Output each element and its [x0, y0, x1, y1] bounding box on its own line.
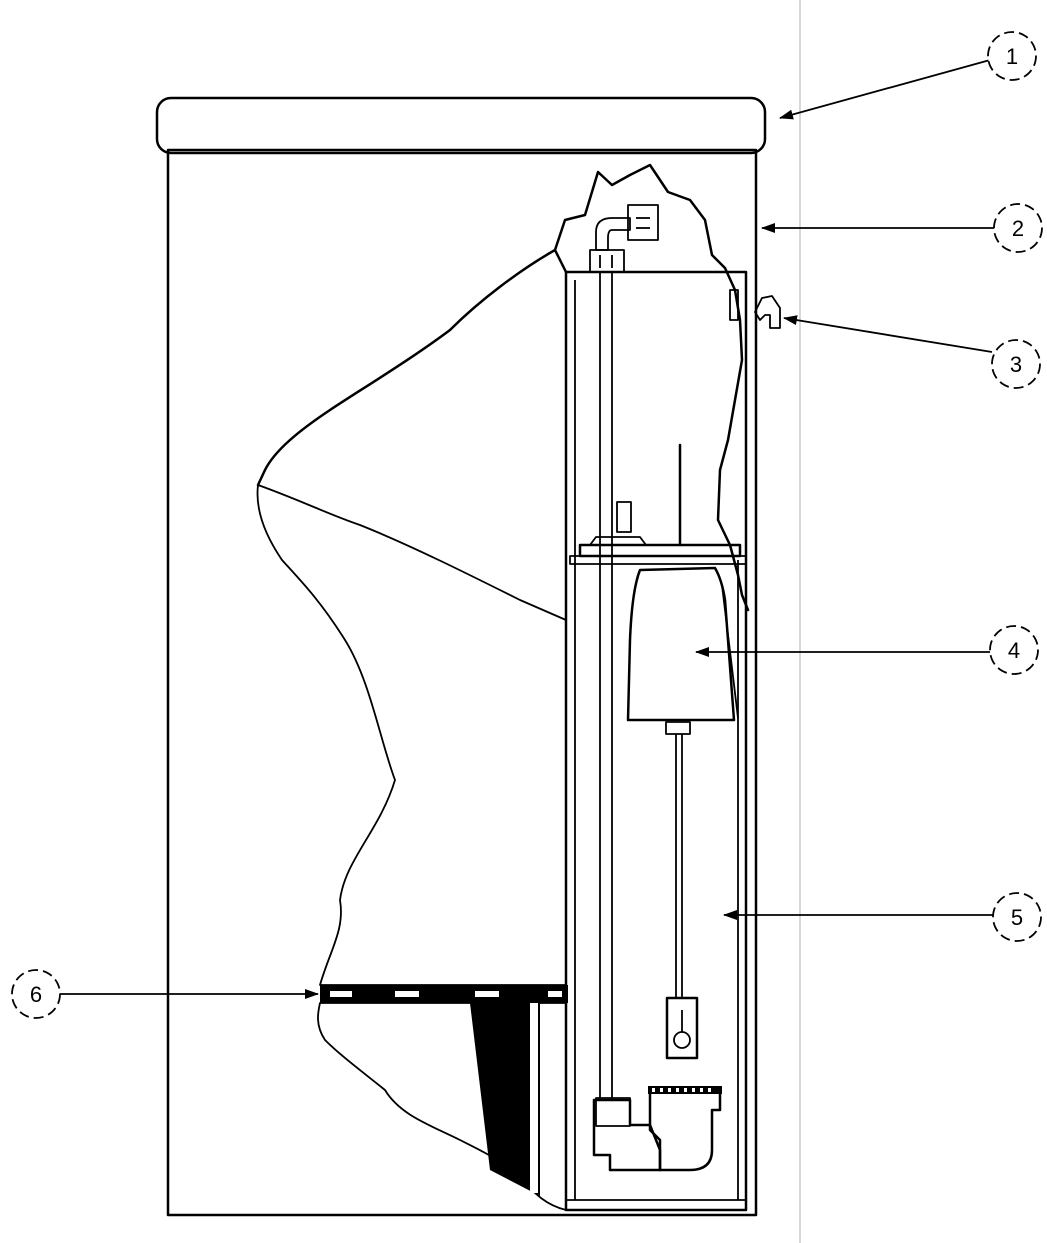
callout-5: 5 [723, 892, 1042, 942]
svg-text:4: 4 [1008, 638, 1020, 663]
svg-text:2: 2 [1012, 216, 1024, 241]
callout-6: 6 [11, 969, 319, 1019]
strainer-teeth [652, 1088, 711, 1092]
plate-lower [569, 555, 747, 565]
svg-text:1: 1 [1006, 44, 1018, 69]
basin-body [166, 148, 758, 1217]
basin-cover [155, 96, 767, 155]
float-switch [665, 996, 699, 1060]
svg-text:5: 5 [1011, 905, 1023, 930]
outlet-white-gap [530, 1003, 538, 1193]
callout-4: 4 [695, 625, 1039, 675]
callout-3: 3 [783, 315, 1041, 389]
svg-text:3: 3 [1010, 352, 1022, 377]
plate-bracket [589, 536, 647, 546]
pump-discharge-union [595, 1097, 631, 1127]
callout-2: 2 [761, 203, 1043, 253]
pump-motor-housing [626, 566, 736, 722]
vent-pipe-stub [729, 289, 739, 321]
callout-1: 1 [779, 31, 1037, 120]
check-valve [616, 501, 632, 533]
float-switch-hole [673, 1031, 691, 1049]
perforation-slots [330, 991, 562, 997]
elbow-fitting [589, 204, 659, 273]
mounting-plate [578, 543, 742, 558]
outlet-wedge [470, 1003, 540, 1196]
vent-fitting [754, 295, 781, 329]
pump-chamber [564, 270, 748, 1212]
perforated-band [320, 985, 568, 1003]
gravel-fill [256, 484, 567, 986]
svg-text:6: 6 [30, 982, 42, 1007]
cutaway-edge [256, 163, 750, 612]
motor-connector [665, 721, 691, 735]
